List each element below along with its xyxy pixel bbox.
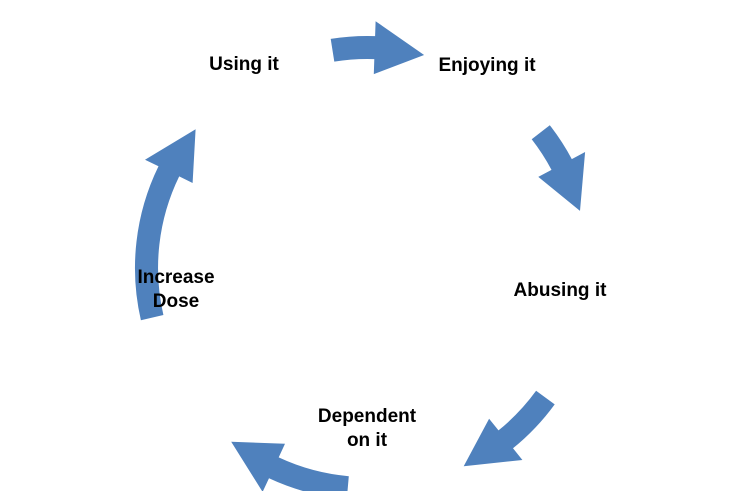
node-using-it-line-1: Using it bbox=[209, 54, 279, 75]
node-dependent-on-it-line-1: Dependent bbox=[317, 406, 417, 427]
node-abusing-it: Abusing it bbox=[500, 279, 620, 303]
arrow-dependent-to-increase bbox=[231, 441, 349, 491]
node-abusing-it-line-1: Abusing it bbox=[513, 280, 607, 301]
arrow-increase-to-using bbox=[134, 129, 196, 321]
node-enjoying-it: Enjoying it bbox=[416, 54, 558, 78]
node-increase-dose-line-2: Dose bbox=[152, 291, 200, 312]
node-dependent-on-it-line-2: on it bbox=[346, 430, 388, 451]
arrow-enjoying-to-abusing bbox=[531, 125, 586, 211]
arrow-using-to-enjoying bbox=[330, 21, 425, 75]
node-enjoying-it-line-1: Enjoying it bbox=[438, 55, 536, 76]
node-dependent-on-it: Dependent on it bbox=[300, 405, 434, 453]
arrow-abusing-to-dependent bbox=[463, 390, 555, 467]
node-using-it: Using it bbox=[190, 53, 298, 77]
node-increase-dose: Increase Dose bbox=[118, 266, 234, 314]
node-increase-dose-line-1: Increase bbox=[137, 267, 215, 288]
